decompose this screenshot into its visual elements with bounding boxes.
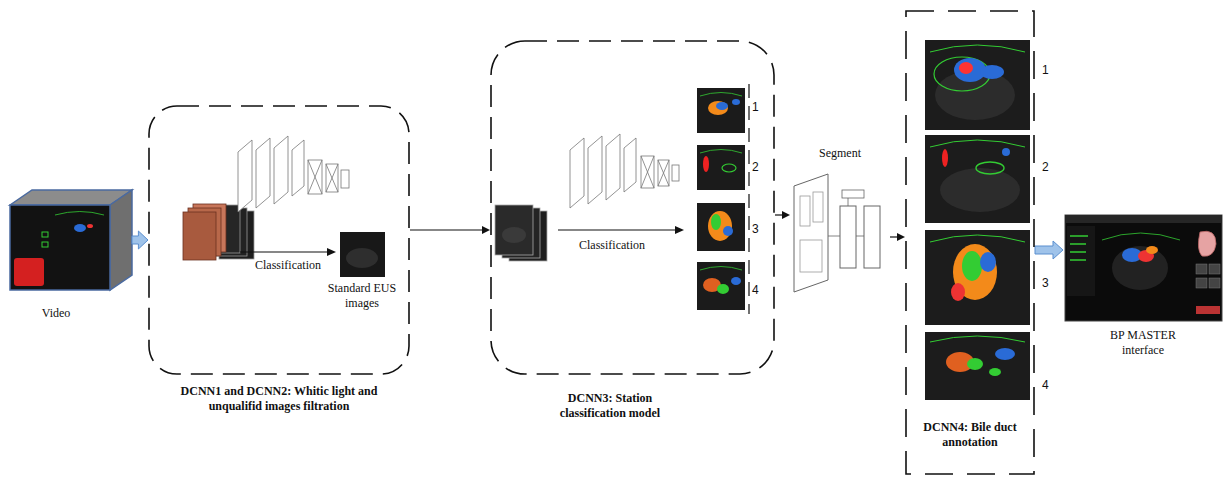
dashed-border (491, 41, 774, 374)
image-label: Standard EUS images (322, 281, 402, 311)
node-title: Video (8, 306, 104, 321)
segment-network: Segment (790, 142, 890, 297)
dashed-outline (148, 105, 410, 375)
dashed-stage-box: DCNN4: Bile duct annotation (905, 10, 1035, 475)
callout-number: 2 (1042, 160, 1049, 175)
block-arrow-body (132, 231, 148, 249)
dashed-border (149, 106, 409, 374)
block-arrow (132, 231, 148, 249)
dashed-outline (490, 40, 775, 375)
block-arrow (1035, 241, 1063, 259)
arrow-line (890, 236, 898, 237)
video-box: Video (8, 188, 132, 326)
interface-box: BP MASTER interface (1063, 212, 1223, 362)
flow-arrow (775, 211, 790, 219)
callout-number: 2 (752, 160, 759, 175)
callout-number: 4 (1042, 378, 1049, 393)
callout-number: 3 (752, 222, 759, 237)
callout-number: 4 (752, 283, 759, 298)
step-label: Classification (562, 238, 662, 253)
node-title: DCNN3: Station classification model (545, 391, 675, 421)
node-title: DCNN4: Bile duct annotation (910, 420, 1030, 450)
flow-arrow (890, 233, 905, 241)
block-arrow-body (1035, 241, 1063, 259)
dashed-outline (905, 10, 1035, 475)
step-label: Classification (240, 258, 336, 273)
arrow-head (782, 211, 790, 219)
callout-number: 3 (1042, 276, 1049, 291)
node-title: DCNN1 and DCNN2: Whitic light and unqual… (158, 384, 400, 414)
dashed-stage-box: DCNN3: Station classification model (490, 40, 775, 425)
callout-number: 1 (752, 100, 759, 115)
callout-number: 1 (1042, 63, 1049, 78)
arrow-line (775, 214, 783, 215)
arrow-head (482, 226, 490, 234)
node-title: Segment (790, 146, 890, 161)
arrow-head (897, 233, 905, 241)
flow-arrow (410, 226, 490, 234)
dashed-border (906, 11, 1034, 474)
arrow-line (410, 229, 483, 230)
node-title: BP MASTER interface (1101, 328, 1185, 358)
